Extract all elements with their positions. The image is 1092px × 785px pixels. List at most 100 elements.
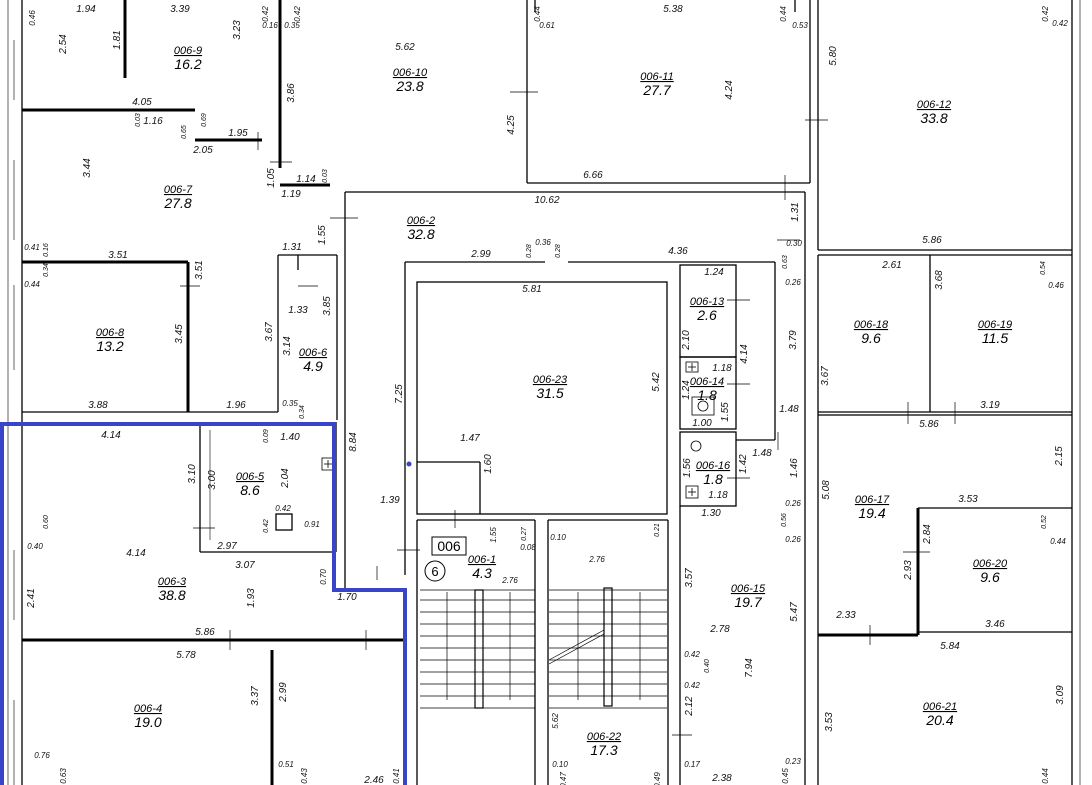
room-id: 006-7 (164, 184, 193, 196)
dimension-label: 1.47 (460, 433, 480, 444)
room-id: 006-15 (731, 583, 766, 595)
dimension-label: 0.10 (550, 533, 566, 542)
dimension-label: 0.41 (392, 768, 401, 784)
dimension-label: 3.51 (108, 250, 127, 261)
dimension-label: 4.14 (126, 548, 146, 559)
dimension-label: 0.42 (684, 681, 700, 690)
dimension-label: 3.67 (820, 366, 831, 386)
dimension-label: 3.67 (264, 322, 275, 342)
dimension-label: 3.44 (82, 158, 93, 178)
room-id: 006-17 (855, 494, 890, 506)
dimension-label: 0.42 (293, 6, 302, 22)
room-area: 23.8 (395, 78, 423, 94)
dimension-label: 3.39 (170, 4, 190, 15)
dimension-label: 3.88 (88, 400, 108, 411)
dimension-label: 1.31 (790, 202, 801, 221)
dimension-label: 5.84 (940, 641, 960, 652)
dimension-label: 0.53 (792, 21, 808, 30)
room-area: 9.6 (861, 330, 881, 346)
dimension-label: 4.24 (724, 80, 735, 100)
room-area: 2.6 (696, 307, 717, 323)
dimension-label: 5.62 (551, 713, 560, 729)
dimension-label: 0.44 (24, 280, 40, 289)
dimension-label: 5.80 (828, 46, 839, 66)
dimension-label: 0.42 (275, 504, 291, 513)
dimension-label: 0.36 (535, 238, 551, 247)
dimension-label: 2.78 (709, 624, 730, 635)
dimension-label: 0.16 (262, 21, 278, 30)
dimension-label: 3.10 (187, 464, 198, 484)
dimension-label: 1.55 (720, 402, 731, 422)
dimension-label: 1.00 (692, 418, 712, 429)
dimension-label: 3.14 (282, 336, 293, 356)
dimension-label: 0.63 (59, 768, 68, 784)
room-area: 4.9 (303, 358, 323, 374)
dimension-label: 0.28 (555, 244, 562, 258)
dimension-label: 3.57 (684, 568, 695, 588)
unit-label: 006 (437, 538, 461, 554)
room-id: 006-21 (923, 701, 957, 713)
dimension-label: 3.00 (207, 470, 218, 490)
dimension-label: 1.56 (682, 458, 693, 478)
dimension-label: 4.14 (101, 430, 121, 441)
dimension-label: 0.44 (1041, 768, 1050, 784)
dimension-label: 1.46 (789, 458, 800, 478)
room-id: 006-18 (854, 319, 889, 331)
room-id: 006-20 (973, 558, 1008, 570)
room-area: 16.2 (174, 56, 201, 72)
dimension-label: 1.55 (317, 225, 328, 245)
dimension-label: 0.46 (1048, 281, 1064, 290)
dimension-label: 5.86 (919, 419, 939, 430)
dimension-label: 0.03 (322, 169, 329, 183)
room-area: 31.5 (536, 385, 563, 401)
dimension-label: 0.91 (304, 520, 320, 529)
room-area: 27.7 (642, 82, 671, 98)
dimension-label: 1.24 (704, 267, 724, 278)
room-area: 1.8 (697, 387, 717, 403)
dimension-label: 1.48 (779, 404, 799, 415)
dimension-label: 0.52 (1041, 515, 1048, 529)
highlight-marker (406, 461, 412, 467)
dimension-label: 2.41 (26, 588, 37, 608)
room-area: 19.4 (858, 505, 885, 521)
dimension-label: 1.33 (288, 305, 308, 316)
dimension-label: 2.15 (1054, 446, 1065, 467)
dimension-label: 1.96 (226, 400, 246, 411)
dimension-label: 1.93 (246, 588, 257, 608)
dimension-label: 3.37 (250, 686, 261, 706)
dimension-label: 0.09 (263, 429, 270, 443)
dimension-label: 3.79 (788, 330, 799, 350)
dimension-label: 7.25 (394, 384, 405, 404)
dimension-label: 3.23 (232, 20, 243, 40)
door-marks (180, 91, 956, 736)
dimension-label: 6.66 (583, 170, 603, 181)
room-id: 006-11 (640, 71, 673, 83)
dimension-label: 0.08 (520, 543, 536, 552)
room-labels: 006-14.3006-232.8006-338.8006-419.0006-5… (96, 45, 1012, 758)
dimension-label: 3.45 (174, 324, 185, 344)
room-id: 006-23 (533, 374, 568, 386)
room-area: 1.8 (703, 471, 723, 487)
dimension-label: 0.10 (552, 760, 568, 769)
room-id: 006-3 (158, 576, 187, 588)
room-id: 006-19 (978, 319, 1012, 331)
dimension-label: 5.47 (789, 602, 800, 622)
dimension-label: 0.26 (785, 278, 801, 287)
dimension-label: 3.07 (235, 560, 255, 571)
dimension-label: 2.76 (588, 555, 605, 564)
dimension-label: 5.62 (395, 42, 415, 53)
room-id: 006-2 (407, 215, 435, 227)
dimension-label: 0.28 (526, 244, 533, 258)
room-id: 006-12 (917, 99, 951, 111)
dimension-label: 1.05 (266, 168, 277, 188)
dimension-label: 0.03 (135, 113, 142, 127)
dimension-label: 5.86 (922, 235, 942, 246)
dimension-label: 0.40 (27, 542, 43, 551)
dimension-label: 3.85 (322, 296, 333, 316)
dimension-label: 0.47 (559, 772, 568, 785)
dimension-label: 5.38 (663, 4, 683, 15)
dimension-label: 2.93 (903, 560, 914, 581)
stair-treads (420, 587, 667, 709)
dimension-label: 2.10 (681, 330, 692, 351)
dimension-label: 5.42 (651, 372, 662, 392)
